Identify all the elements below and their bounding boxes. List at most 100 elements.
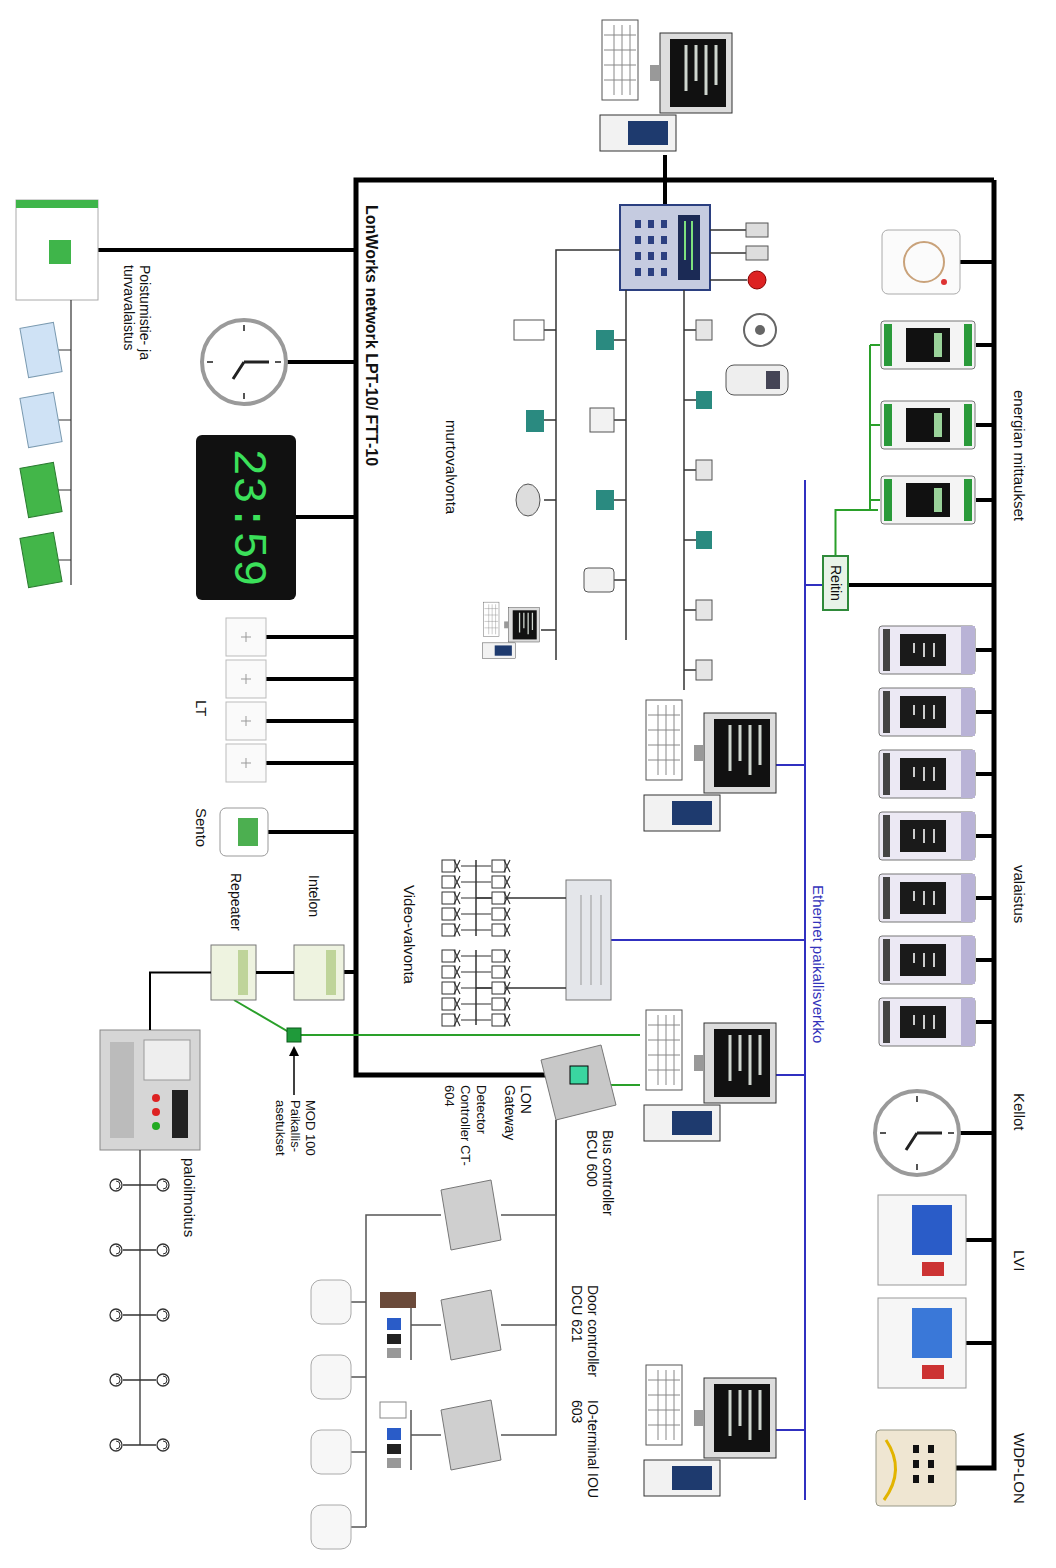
reader-screen — [766, 371, 780, 389]
detector-wire — [123, 1150, 156, 1445]
gateway-device: LON GatewayBus controller BCU 600 — [541, 1045, 616, 1120]
controller-body — [441, 1290, 501, 1360]
wall-clock — [202, 320, 286, 404]
connector-line — [150, 973, 211, 1031]
intelon-device — [294, 945, 344, 1000]
io-device — [380, 1402, 406, 1418]
node-label: Bus controller BCU 600 — [584, 1130, 616, 1244]
sensor-group: LT — [220, 612, 270, 788]
panel-led — [152, 1122, 160, 1130]
stub-line — [976, 650, 994, 1022]
connector-line — [836, 510, 879, 555]
workstation — [644, 1365, 776, 1496]
lonworks-bus — [356, 180, 994, 1468]
callout-label: MOD 100 Paikallis- asetukset — [273, 1100, 318, 1188]
wdp-box — [876, 1430, 956, 1506]
green-links — [234, 345, 880, 1085]
camera — [492, 892, 510, 904]
video-wire — [476, 860, 566, 1025]
lighting-group: valaistus — [876, 620, 978, 1055]
lighting-module — [879, 936, 975, 984]
camera — [492, 982, 510, 994]
controller-device: Detector Controller CT-604 — [441, 1180, 501, 1250]
smoke-detector — [110, 1244, 122, 1256]
node-label: Sento — [193, 808, 210, 868]
video-system — [442, 860, 611, 1026]
connector-line — [256, 971, 294, 974]
node-label: Intelon — [306, 875, 322, 939]
controller-body — [441, 1400, 501, 1470]
node-label: Kellot — [1011, 1093, 1028, 1173]
panel-button — [152, 1094, 160, 1102]
access-system — [311, 1045, 616, 1549]
detector-box — [514, 320, 544, 340]
wire — [710, 230, 747, 280]
lighting-module — [879, 998, 975, 1046]
smoke-detector — [110, 1179, 122, 1191]
emergency-light-device: Poistumistie- ja turvavalaistus — [16, 200, 98, 300]
node-label: LVI — [1011, 1250, 1028, 1310]
thermostat-device: Sento — [220, 808, 268, 856]
module-box — [526, 410, 544, 432]
smoke-detector — [157, 1179, 169, 1191]
node-label: Repeater — [228, 873, 244, 941]
module-box — [696, 531, 712, 549]
wire — [541, 330, 556, 630]
camera — [442, 924, 460, 936]
controller-module — [49, 240, 71, 264]
alarm-panel — [620, 205, 710, 290]
repeater-device: Repeater — [211, 945, 256, 1000]
light-fixture — [20, 322, 62, 377]
smoke-detector — [110, 1439, 122, 1451]
detector-box — [590, 408, 614, 432]
door-device — [387, 1348, 401, 1358]
workstation — [644, 700, 776, 831]
node-label: paloilmoitus — [181, 1158, 198, 1268]
camera — [492, 950, 510, 962]
hvac-panel-mark — [922, 1365, 944, 1379]
thermostat-screen — [238, 818, 258, 846]
stub-line — [266, 637, 356, 972]
hvac-group: LVI — [876, 1192, 968, 1392]
node-label: Reitin — [827, 565, 844, 601]
camera — [492, 924, 510, 936]
lighting-module — [879, 688, 975, 736]
sensor-mark — [241, 632, 251, 768]
energy-meter — [881, 476, 975, 524]
node-label: Video-valvonta — [401, 885, 418, 1025]
camera — [492, 860, 510, 872]
peripheral-wire — [411, 1300, 441, 1470]
hvac-panel-face — [912, 1205, 952, 1255]
wdp-keys — [916, 1445, 931, 1483]
wire — [614, 340, 626, 580]
wdp-device: WDP-LON — [874, 1428, 956, 1508]
sensor-box — [696, 320, 712, 340]
server-computer — [600, 20, 732, 151]
leader-line — [293, 1050, 295, 1095]
computers — [600, 20, 776, 1496]
lighting-module — [879, 874, 975, 922]
router-box: Reitin — [822, 555, 849, 611]
workstation — [644, 1010, 776, 1141]
telephone — [516, 484, 540, 516]
lighting-module — [879, 812, 975, 860]
controller-stripe — [16, 200, 98, 208]
sensor-box — [696, 600, 712, 620]
siren — [746, 223, 768, 237]
panel-door — [144, 1040, 190, 1080]
camera — [442, 966, 460, 978]
lighting-module — [879, 750, 975, 798]
sensor-led — [941, 279, 947, 285]
alarm-display — [678, 215, 700, 280]
connector-line — [501, 1120, 556, 1435]
wall-clock — [875, 1091, 959, 1175]
camera — [492, 908, 510, 920]
camera — [442, 908, 460, 920]
module-box — [696, 391, 712, 409]
connector-line — [501, 1120, 556, 1325]
sensor-box — [696, 460, 712, 480]
node-label: energian mittaukset — [1011, 390, 1028, 530]
camera — [492, 998, 510, 1010]
smoke-detector — [157, 1374, 169, 1386]
energy-meter — [881, 321, 975, 369]
